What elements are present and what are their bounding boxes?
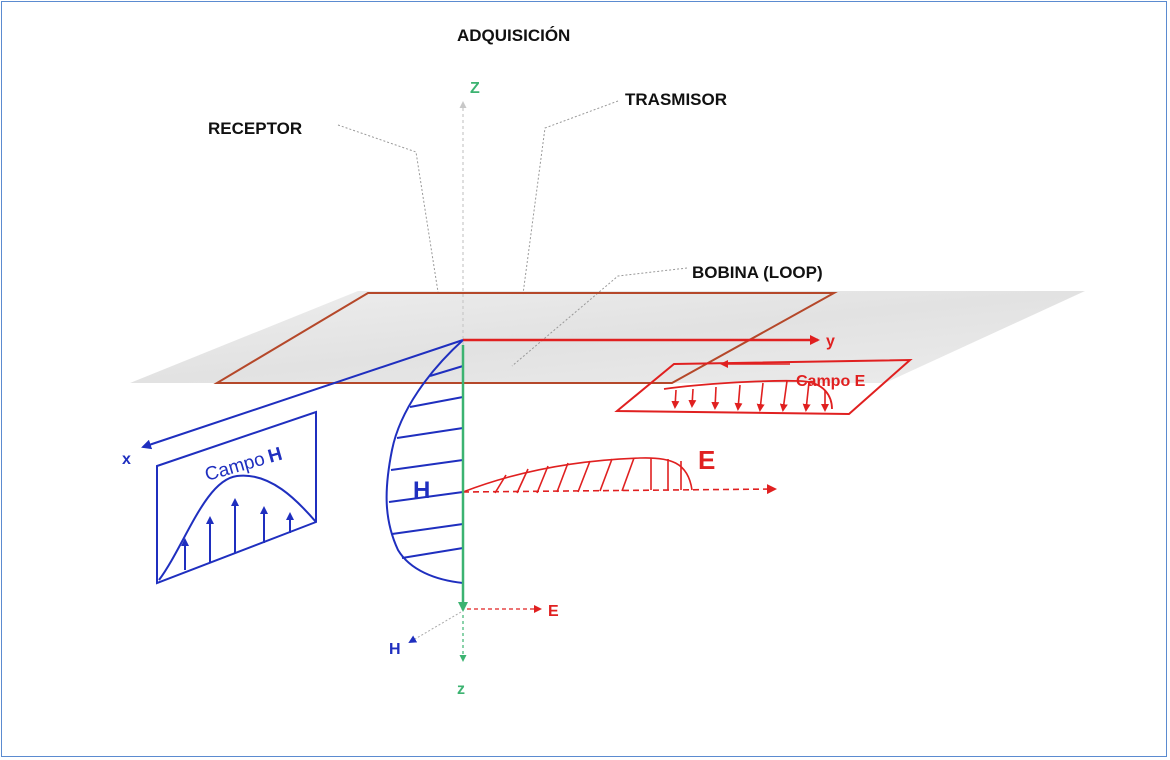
campo-h-arrows (181, 498, 294, 570)
x-axis-label: x (122, 451, 131, 468)
receptor-label: RECEPTOR (208, 119, 302, 138)
campo-h-curve (158, 474, 317, 581)
diagram-title: ADQUISICIÓN (457, 26, 570, 45)
campo-e-label: Campo E (796, 373, 866, 390)
ground-plane (130, 291, 1085, 383)
campo-e-panel (614, 358, 913, 416)
z-down-label: z (457, 681, 465, 698)
e-profile-label: E (698, 445, 715, 475)
campo-h-letter: H (266, 444, 285, 468)
bobina-leader (511, 267, 688, 367)
campo-h-label: Campo H (203, 444, 285, 486)
e-profile-hatching (494, 457, 682, 494)
h-profile-label: H (413, 477, 430, 504)
h-profile-curve (385, 339, 464, 584)
h-small-label: H (389, 641, 401, 658)
campo-h-word: Campo (203, 449, 268, 486)
x-axis (141, 339, 464, 450)
campo-e-curve (663, 379, 833, 410)
h-small-axis (408, 611, 462, 644)
y-axis-label: y (826, 333, 835, 350)
h-profile-hatching (388, 365, 464, 559)
z-up-label: Z (470, 80, 480, 97)
e-small-label: E (548, 603, 559, 620)
receptor-leader (337, 124, 439, 293)
campo-e-arrows (671, 380, 829, 412)
e-profile-curve (462, 457, 693, 493)
trasmisor-label: TRASMISOR (625, 90, 727, 109)
bobina-label: BOBINA (LOOP) (692, 263, 823, 282)
trasmisor-leader (522, 100, 619, 295)
e-depth-axis (462, 484, 777, 495)
bobina-loop (213, 292, 838, 384)
